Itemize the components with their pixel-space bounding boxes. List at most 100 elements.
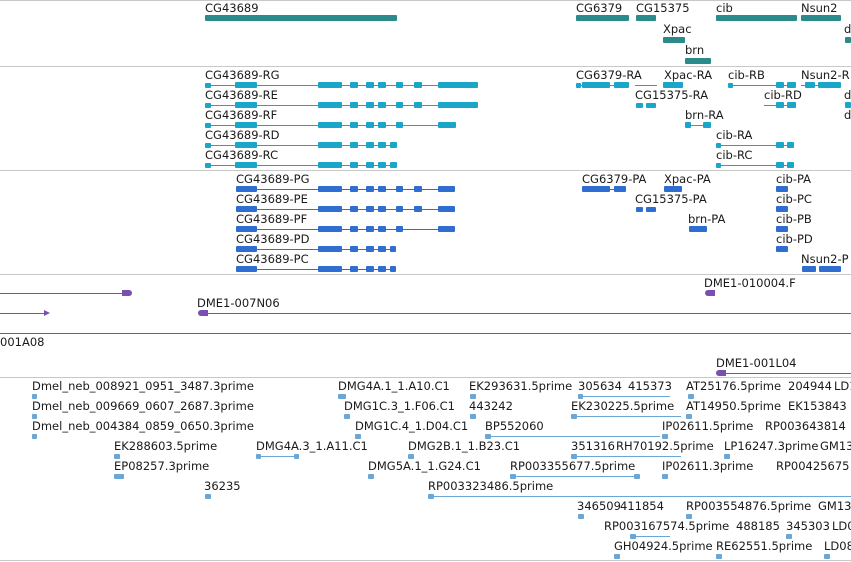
protein-exon[interactable]	[664, 186, 682, 192]
transcript-exon[interactable]	[576, 83, 581, 88]
protein-exon[interactable]	[390, 246, 396, 252]
est-mark[interactable]	[571, 454, 577, 459]
transcript-exon[interactable]	[390, 162, 397, 168]
protein-exon[interactable]	[366, 266, 374, 272]
protein-exon[interactable]	[396, 206, 403, 212]
transcript-exon[interactable]	[776, 142, 784, 148]
gene-bar[interactable]	[636, 15, 656, 21]
protein-exon[interactable]	[318, 266, 342, 272]
transcript-exon[interactable]	[776, 82, 784, 88]
transcript-exon[interactable]	[818, 82, 841, 88]
protein-exon[interactable]	[414, 206, 422, 212]
protein-exon[interactable]	[438, 186, 455, 192]
protein-exon[interactable]	[396, 226, 403, 232]
transcript-exon[interactable]	[396, 82, 403, 88]
protein-exon[interactable]	[802, 266, 816, 272]
est-mark[interactable]	[724, 454, 730, 459]
transcript-exon[interactable]	[235, 122, 257, 128]
est-mark[interactable]	[510, 474, 516, 479]
protein-exon[interactable]	[646, 207, 656, 212]
transcript-exon[interactable]	[205, 83, 211, 88]
protein-exon[interactable]	[614, 186, 626, 192]
protein-exon[interactable]	[236, 266, 257, 272]
transcript-exon[interactable]	[378, 162, 386, 168]
est-mark[interactable]	[634, 474, 640, 479]
transcript-exon[interactable]	[366, 142, 374, 148]
protein-exon[interactable]	[378, 246, 386, 252]
transcript-exon[interactable]	[414, 82, 422, 88]
gene-bar[interactable]	[205, 15, 397, 21]
est-line[interactable]	[485, 436, 660, 437]
est-mark[interactable]	[470, 394, 476, 399]
transcript-exon[interactable]	[396, 102, 403, 108]
protein-exon[interactable]	[396, 186, 403, 192]
transcript-exon[interactable]	[235, 162, 257, 168]
clone-end[interactable]	[122, 290, 132, 296]
clone-end[interactable]	[716, 370, 726, 376]
protein-exon[interactable]	[636, 207, 643, 212]
est-mark[interactable]	[344, 414, 350, 419]
transcript-exon[interactable]	[235, 102, 257, 108]
transcript-exon[interactable]	[787, 142, 794, 148]
est-line[interactable]	[571, 456, 681, 457]
protein-exon[interactable]	[350, 186, 358, 192]
transcript-exon[interactable]	[350, 162, 358, 168]
transcript-exon[interactable]	[318, 162, 342, 168]
protein-exon[interactable]	[378, 206, 386, 212]
protein-exon[interactable]	[776, 226, 788, 232]
transcript-exon[interactable]	[438, 122, 456, 128]
protein-exon[interactable]	[414, 186, 422, 192]
est-mark[interactable]	[368, 474, 374, 479]
protein-exon[interactable]	[689, 226, 707, 232]
est-mark[interactable]	[786, 534, 792, 539]
transcript-exon[interactable]	[438, 102, 478, 108]
transcript-exon[interactable]	[366, 82, 374, 88]
est-mark[interactable]	[485, 434, 491, 439]
clone-line[interactable]	[198, 313, 851, 314]
transcript-exon[interactable]	[366, 122, 374, 128]
protein-exon[interactable]	[366, 226, 374, 232]
protein-exon[interactable]	[366, 206, 374, 212]
transcript-exon[interactable]	[614, 82, 629, 88]
protein-exon[interactable]	[236, 246, 257, 252]
transcript-exon[interactable]	[378, 102, 386, 108]
transcript-exon[interactable]	[205, 103, 211, 108]
clone-line[interactable]	[0, 293, 130, 294]
est-line[interactable]	[571, 416, 681, 417]
est-line[interactable]	[428, 496, 851, 497]
protein-exon[interactable]	[438, 226, 455, 232]
protein-exon[interactable]	[378, 266, 386, 272]
protein-exon[interactable]	[236, 226, 257, 232]
clone-line[interactable]	[0, 333, 851, 334]
transcript-exon[interactable]	[728, 83, 733, 88]
protein-exon[interactable]	[378, 186, 386, 192]
protein-exon[interactable]	[318, 206, 342, 212]
transcript-exon[interactable]	[845, 102, 851, 108]
est-mark[interactable]	[688, 394, 694, 399]
est-mark[interactable]	[205, 494, 211, 499]
est-mark[interactable]	[32, 394, 37, 399]
transcript-exon[interactable]	[205, 143, 211, 148]
gene-bar[interactable]	[845, 37, 851, 43]
est-mark[interactable]	[614, 554, 620, 559]
est-mark[interactable]	[338, 394, 346, 399]
transcript-exon[interactable]	[787, 82, 796, 88]
protein-exon[interactable]	[819, 266, 841, 272]
transcript-exon[interactable]	[366, 162, 374, 168]
protein-exon[interactable]	[776, 186, 788, 192]
transcript-exon[interactable]	[235, 142, 257, 148]
transcript-exon[interactable]	[582, 82, 610, 88]
est-mark[interactable]	[578, 514, 584, 519]
protein-exon[interactable]	[582, 186, 610, 192]
gene-bar[interactable]	[576, 15, 629, 21]
transcript-exon[interactable]	[318, 102, 342, 108]
clone-end[interactable]	[198, 310, 208, 316]
protein-exon[interactable]	[776, 246, 788, 252]
clone-line[interactable]	[0, 313, 48, 314]
transcript-exon[interactable]	[685, 122, 691, 128]
est-mark[interactable]	[571, 414, 577, 419]
est-line[interactable]	[256, 456, 298, 457]
transcript-exon[interactable]	[396, 122, 403, 128]
protein-exon[interactable]	[350, 246, 358, 252]
est-mark[interactable]	[355, 434, 361, 439]
